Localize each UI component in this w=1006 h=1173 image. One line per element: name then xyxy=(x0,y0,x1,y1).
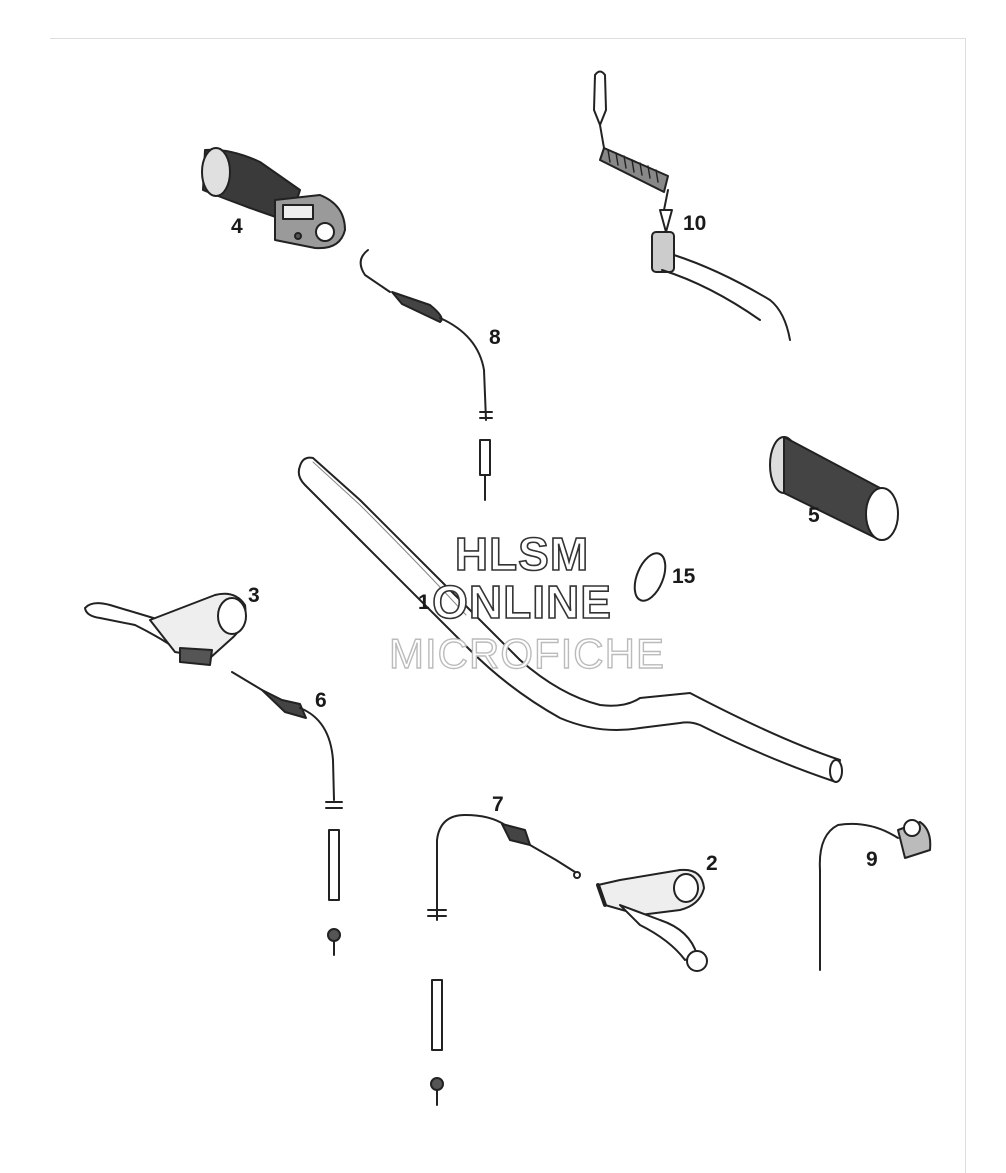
part-label-4: 4 xyxy=(231,215,243,238)
part-label-15: 15 xyxy=(672,565,696,588)
part-label-10: 10 xyxy=(683,212,706,235)
watermark-line-3: MICROFICHE xyxy=(389,630,665,677)
right-hand-lever xyxy=(596,868,708,972)
part-label-1: 1 xyxy=(418,591,430,614)
part-label-6: 6 xyxy=(315,689,327,712)
handlebar xyxy=(297,456,843,783)
lever-cable-left xyxy=(231,671,343,956)
switch-with-wire xyxy=(818,819,932,971)
throttle-grip xyxy=(201,147,346,250)
part-label-2: 2 xyxy=(706,852,718,875)
kill-switch-lanyard xyxy=(593,70,791,341)
diagram-frame xyxy=(50,38,966,1173)
left-hand-lever xyxy=(84,592,247,666)
part-label-7: 7 xyxy=(492,793,504,816)
part-label-9: 9 xyxy=(866,848,878,871)
throttle-cable xyxy=(359,249,493,501)
lever-cable-right xyxy=(427,814,581,1106)
clamp-ring xyxy=(633,552,667,602)
part-label-5: 5 xyxy=(808,504,820,527)
part-label-8: 8 xyxy=(489,326,501,349)
watermark-line-1: HLSM xyxy=(455,528,589,580)
watermark-line-2: ONLINE xyxy=(432,576,612,628)
part-label-3: 3 xyxy=(248,584,260,607)
left-grip xyxy=(769,436,899,541)
